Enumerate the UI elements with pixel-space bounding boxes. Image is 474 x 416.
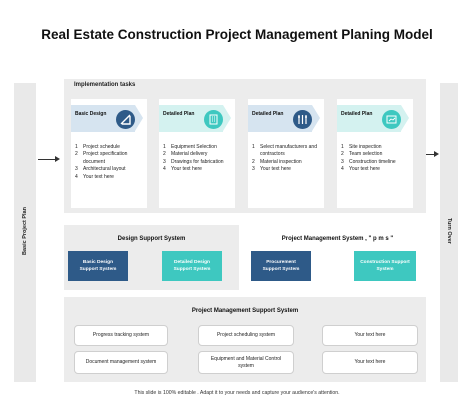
left-side-bar [14, 83, 36, 382]
output-arrow-line [425, 154, 435, 155]
document-management-box[interactable]: Document management system [74, 351, 168, 374]
task-chevron [312, 105, 320, 131]
design-support-title: Design Support System [117, 236, 186, 242]
left-side-label: Basic Project Plan [22, 207, 28, 255]
equipment-material-control-box[interactable]: Equipment and Material Control system [198, 351, 294, 374]
task-chevron [401, 105, 409, 131]
input-arrow-head [55, 156, 60, 162]
page-title: Real Estate Construction Project Managem… [41, 27, 433, 42]
input-arrow-line [38, 159, 56, 160]
construction-support-button[interactable]: Construction Support System [354, 251, 416, 281]
progress-tracking-box[interactable]: Progress tracking system [74, 325, 168, 346]
output-arrow-head [434, 151, 439, 157]
detailed-design-support-button[interactable]: Detailed Design Support System [162, 251, 222, 281]
task-name: Detailed Plan [341, 111, 373, 117]
right-side-bar [440, 83, 458, 382]
procurement-support-button[interactable]: Procurement Support System [251, 251, 311, 281]
text-placeholder-box[interactable]: Your text here [322, 351, 418, 374]
building-icon [204, 110, 223, 129]
basic-design-support-button[interactable]: Basic Design Support System [68, 251, 128, 281]
task-header: Basic Design [71, 105, 143, 132]
pm-support-title: Project Management Support System [191, 308, 299, 314]
right-side-label: Turn Over [446, 218, 452, 244]
task-chevron [135, 105, 143, 131]
pm-system-title: Project Management System , " p m s " [281, 236, 394, 242]
tools-icon [293, 110, 312, 129]
task-header: Detailed Plan [159, 105, 231, 132]
task-name: Basic Design [75, 111, 107, 117]
footer-note: This slide is 100% editable . Adapt it t… [134, 390, 340, 396]
text-placeholder-box[interactable]: Your text here [322, 325, 418, 346]
task-header: Detailed Plan [337, 105, 409, 132]
task-name: Detailed Plan [163, 111, 195, 117]
blueprint-icon [382, 110, 401, 129]
task-name: Detailed Plan [252, 111, 284, 117]
drafting-compass-icon [116, 110, 135, 129]
task-header: Detailed Plan [248, 105, 320, 132]
task-chevron [223, 105, 231, 131]
implementation-title: Implementation tasks [74, 82, 136, 88]
project-scheduling-box[interactable]: Project scheduling system [198, 325, 294, 346]
